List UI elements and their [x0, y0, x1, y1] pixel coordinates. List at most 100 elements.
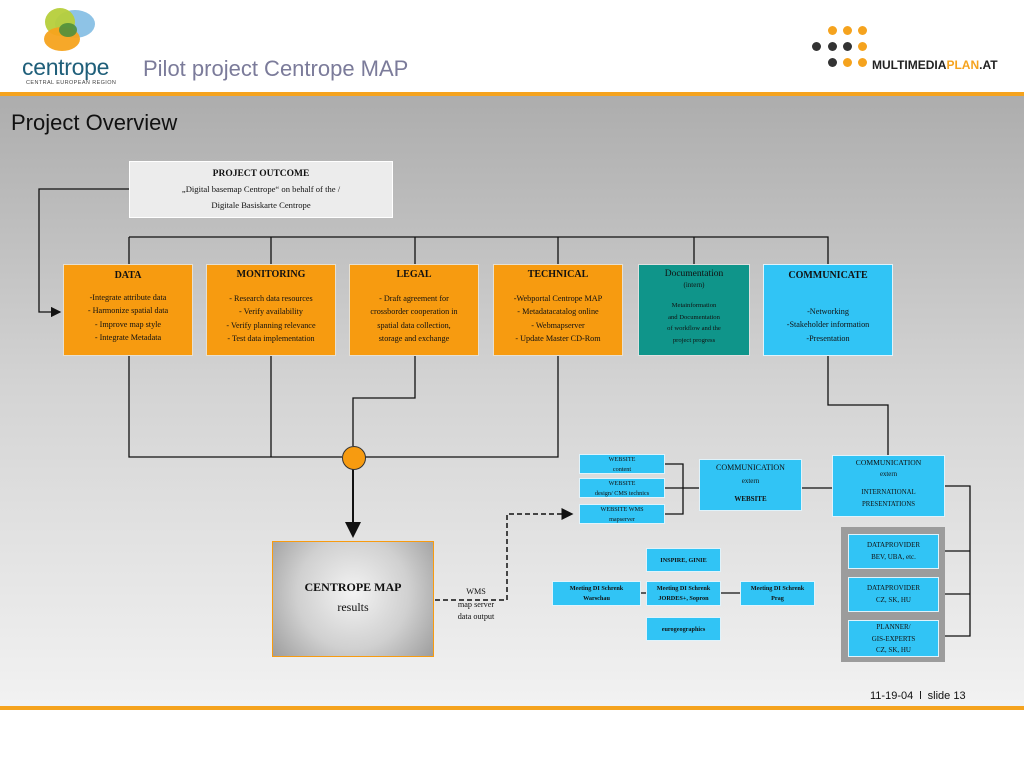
slide-header [0, 0, 1024, 93]
eurogeographics-box: eurogeographics [646, 617, 721, 641]
workpackage-line: and Documentation [668, 313, 720, 321]
comm-bold: WEBSITE [734, 495, 767, 503]
centrope-logo-text: centrope [22, 54, 110, 80]
inspire-ginie-box: INSPIRE, GINIE [646, 548, 721, 572]
workpackage-line: - Test data implementation [227, 333, 315, 343]
wms-line: WMS [466, 587, 486, 596]
meeting-warschau-box: Meeting DI Schrenk Warschau [552, 581, 641, 606]
workpackage-line: - Verify planning relevance [226, 320, 316, 330]
logo-suffix: .AT [979, 58, 998, 72]
workpackage-line: storage and exchange [378, 333, 450, 343]
workpackage-heading: DATA [114, 270, 142, 281]
meeting-line: Prag [771, 595, 784, 602]
result-subtitle: results [337, 600, 369, 614]
workpackage-line: - Draft agreement for [379, 294, 449, 303]
page-title: Pilot project Centrope MAP [143, 56, 409, 81]
website-line: content [612, 466, 632, 473]
workpackage-note: (intern) [683, 281, 705, 289]
workpackage-line: - Harmonize spatial data [87, 306, 169, 316]
website-line: WEBSITE [608, 480, 636, 487]
workpackage-line: - Webmapserver [531, 320, 585, 330]
meeting-line: Warschau [583, 595, 610, 602]
workpackage-heading: MONITORING [236, 269, 306, 280]
outcome-line: Digitale Basiskarte Centrope [211, 200, 311, 210]
workpackage-legal: LEGAL - Draft agreement for crossborder … [349, 264, 479, 356]
workpackage-line: -Networking [807, 307, 849, 316]
workpackage-monitoring: MONITORING - Research data resources - V… [206, 264, 336, 356]
slide-date: 11-19-04 [870, 690, 914, 702]
footer-separator: l [919, 690, 922, 702]
dataprovider-line: CZ, SK, HU [875, 596, 911, 604]
workpackage-documentation: Documentation (intern) Metainformation a… [638, 264, 750, 356]
merge-node [342, 446, 366, 470]
result-title: CENTROPE MAP [304, 580, 402, 594]
meeting-prag-box: Meeting DI Schrenk Prag [740, 581, 815, 606]
meeting-line: eurogeographics [661, 626, 706, 633]
workpackage-line: - Research data resources [229, 294, 313, 303]
wms-output-label: WMS map server data output [446, 586, 506, 624]
project-outcome-box: PROJECT OUTCOME „Digital basemap Centrop… [129, 161, 393, 218]
workpackage-heading: COMMUNICATE [788, 270, 868, 281]
meeting-line: INSPIRE, GINIE [660, 557, 707, 564]
logo-prefix: MULTIMEDIA [872, 58, 947, 72]
centrope-logo-mark [44, 8, 95, 51]
website-content-box: WEBSITE content [579, 454, 665, 474]
comm-line: INTERNATIONAL [861, 489, 916, 496]
wms-line: data output [457, 612, 495, 621]
comm-line: COMMUNICATION [716, 463, 785, 472]
dataprovider-line: GIS-EXPERTS [871, 634, 916, 643]
website-line: WEBSITE [608, 456, 636, 463]
multimediaplan-dots-icon [812, 26, 872, 74]
workpackage-technical: TECHNICAL -Webportal Centrope MAP - Meta… [493, 264, 623, 356]
outcome-line: „Digital basemap Centrope“ on behalf of … [181, 184, 341, 194]
workpackage-line: -Webportal Centrope MAP [513, 294, 603, 303]
outcome-heading: PROJECT OUTCOME [212, 169, 310, 179]
workpackage-line: - Integrate Metadata [94, 332, 162, 342]
communication-presentations-box: COMMUNICATION extern INTERNATIONAL PRESE… [832, 455, 945, 517]
planner-gis-experts-box: PLANNER/ GIS-EXPERTS CZ, SK, HU [848, 620, 939, 657]
dataprovider-line: DATAPROVIDER [866, 584, 921, 592]
meeting-line: Meeting DI Schrenk [750, 585, 805, 592]
meeting-jordes-box: Meeting DI Schrenk JORDES+, Sopron [646, 581, 721, 606]
logo-highlight: PLAN [946, 58, 980, 72]
website-line: WEBSITE WMS [600, 506, 644, 513]
comm-line: extern [741, 476, 760, 485]
workpackage-line: spatial data collection, [377, 320, 451, 330]
workpackage-line: - Improve map style [94, 319, 162, 329]
workpackage-line: project progress [672, 336, 716, 344]
workpackage-heading: LEGAL [396, 269, 432, 280]
centrope-map-results: CENTROPE MAP results [272, 541, 434, 657]
website-wms-box: WEBSITE WMS mapserver [579, 504, 665, 524]
website-line: mapserver [609, 516, 635, 523]
dataprovider-bev-box: DATAPROVIDER BEV, UBA, etc. [848, 534, 939, 569]
workpackage-communicate: COMMUNICATE -Networking -Stakeholder inf… [763, 264, 893, 356]
multimediaplan-logo-text: MULTIMEDIAPLAN.AT [872, 58, 998, 72]
workpackage-line: Metainformation [671, 302, 717, 309]
comm-line: COMMUNICATION [855, 458, 922, 467]
wms-line: map server [457, 599, 495, 609]
communication-website-box: COMMUNICATION extern WEBSITE [699, 459, 802, 511]
centrope-logo-subtitle: CENTRAL EUROPEAN REGION [26, 80, 117, 86]
header-divider [0, 92, 1024, 96]
workpackage-line: -Presentation [806, 333, 850, 343]
workpackage-heading: Documentation [664, 269, 724, 279]
website-design-box: WEBSITE design/ CMS technics [579, 478, 665, 498]
workpackage-line: -Stakeholder information [786, 320, 870, 330]
workpackage-line: -Integrate attribute data [89, 293, 167, 302]
slide-subtitle: Project Overview [11, 110, 178, 135]
website-line: design/ CMS technics [594, 490, 650, 497]
meeting-line: JORDES+, Sopron [658, 595, 709, 602]
dataprovider-line: BEV, UBA, etc. [871, 553, 916, 561]
meeting-line: Meeting DI Schrenk [569, 585, 624, 592]
meeting-line: Meeting DI Schrenk [656, 585, 711, 592]
workpackage-line: of workflow and the [667, 325, 721, 332]
workpackage-line: crossborder cooperation in [370, 307, 458, 317]
comm-line: extern [880, 471, 897, 478]
workpackage-data: DATA -Integrate attribute data - Harmoni… [63, 264, 193, 356]
comm-line: PRESENTATIONS [861, 501, 916, 508]
dataprovider-czskhu-box: DATAPROVIDER CZ, SK, HU [848, 577, 939, 612]
workpackage-line: - Metadatacatalog online [517, 307, 599, 317]
slide-number: slide 13 [927, 690, 966, 702]
dataprovider-line: DATAPROVIDER [866, 541, 921, 549]
